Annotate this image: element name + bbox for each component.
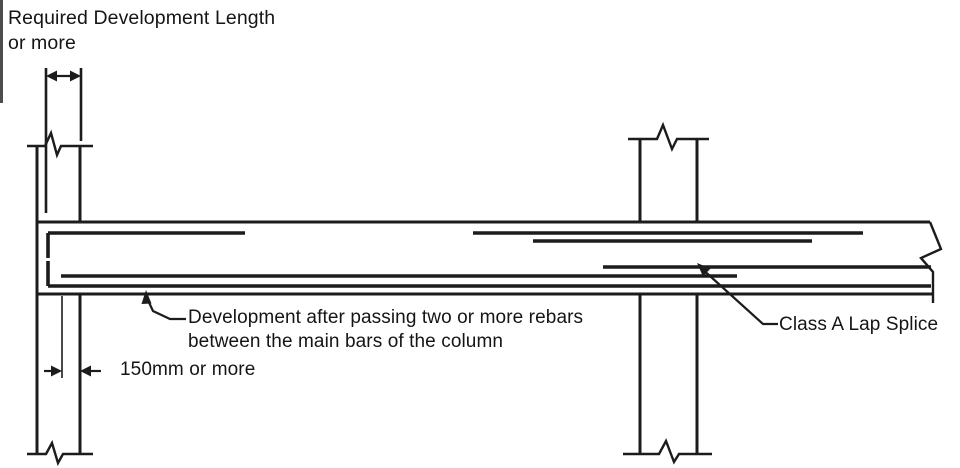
right-column — [623, 121, 712, 465]
rebars — [46, 231, 931, 288]
left-column-top-break-icon — [27, 129, 93, 159]
title-line2: or more — [8, 32, 76, 54]
right-column-bottom-break-icon — [623, 438, 712, 465]
dim-arrowhead-right-icon — [70, 70, 81, 82]
title-note: Required Development Length or more — [8, 6, 275, 56]
right-column-top-break-icon — [628, 121, 709, 152]
lap-splice-leader-arrowhead-icon — [697, 263, 711, 277]
development-note: Development after passing two or more re… — [188, 306, 583, 354]
bottom-dimension — [44, 296, 101, 378]
screen-edge-artifact — [0, 0, 3, 103]
dim-arrowhead-left-icon — [46, 70, 57, 82]
lap-splice-leader — [697, 263, 778, 326]
left-column — [27, 129, 93, 467]
development-leader — [141, 290, 186, 321]
development-leader-line — [145, 295, 186, 321]
development-leader-arrowhead-icon — [141, 290, 152, 304]
dim150-arrowhead-right-icon — [80, 365, 91, 377]
dim150-arrowhead-left-icon — [51, 365, 62, 377]
top-dimension — [44, 68, 83, 213]
development-note-line2: between the main bars of the column — [188, 331, 504, 352]
dimension-150mm-label: 150mm or more — [120, 359, 256, 380]
development-note-line1: Development after passing two or more re… — [188, 307, 584, 328]
lap-splice-leader-line — [699, 266, 778, 326]
lap-splice-label: Class A Lap Splice — [779, 314, 939, 335]
left-column-bottom-break-icon — [27, 439, 93, 467]
beam — [37, 220, 943, 303]
beam-right-break-icon — [919, 221, 943, 303]
title-line1: Required Development Length — [8, 7, 276, 29]
